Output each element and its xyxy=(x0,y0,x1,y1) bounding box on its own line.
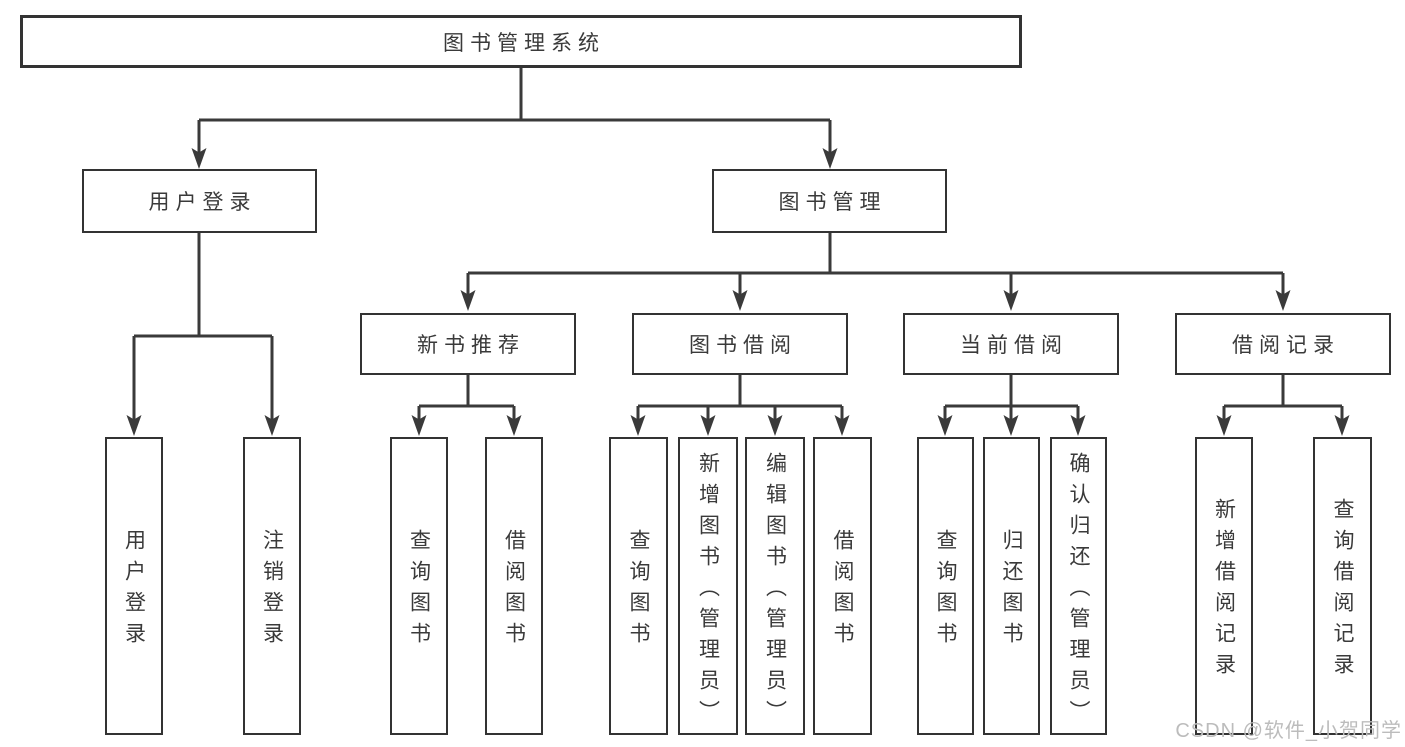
connector-root-to-level2 xyxy=(191,68,838,169)
leaf-logout-label: 注销登录 xyxy=(260,529,284,653)
arrowhead xyxy=(264,415,280,436)
arrowhead xyxy=(1275,290,1291,311)
leaf-return-book-label: 归还图书 xyxy=(1000,529,1024,653)
leaf-user-login-label: 用户登录 xyxy=(122,529,146,653)
leaf-recommend-query-book-label: 查询图书 xyxy=(407,529,431,653)
node-borrow-record-label: 借阅记录 xyxy=(1232,334,1340,357)
arrowhead xyxy=(506,415,522,436)
connector-current-children xyxy=(937,375,1086,436)
leaf-recommend-query-book: 查询图书 xyxy=(390,437,448,735)
node-user-login: 用户登录 xyxy=(82,169,317,233)
leaf-add-borrow-record: 新增借阅记录 xyxy=(1195,437,1253,735)
leaf-confirm-return-admin: 确认归还（管理员） xyxy=(1050,437,1107,735)
leaf-add-borrow-record-label: 新增借阅记录 xyxy=(1212,498,1236,684)
leaf-current-query-book-label: 查询图书 xyxy=(934,529,958,653)
csdn-watermark: CSDN @软件_小贺同学 xyxy=(1175,720,1402,742)
node-book-borrow-label: 图书借阅 xyxy=(689,334,797,357)
leaf-recommend-borrow-book: 借阅图书 xyxy=(485,437,543,735)
node-root-label: 图书管理系统 xyxy=(443,31,605,55)
arrowhead xyxy=(767,415,783,436)
arrowhead xyxy=(937,415,953,436)
leaf-query-borrow-record: 查询借阅记录 xyxy=(1313,437,1372,735)
leaf-query-borrow-record-label: 查询借阅记录 xyxy=(1331,498,1355,684)
leaf-borrow-query-book-label: 查询图书 xyxy=(627,529,651,653)
connector-user-login-children xyxy=(126,233,280,436)
leaf-return-book: 归还图书 xyxy=(983,437,1040,735)
node-current-borrow-label: 当前借阅 xyxy=(960,334,1068,357)
arrowhead xyxy=(700,415,716,436)
leaf-current-query-book: 查询图书 xyxy=(917,437,974,735)
arrowhead xyxy=(732,290,748,311)
leaf-add-book-admin: 新增图书（管理员） xyxy=(678,437,738,735)
leaf-edit-book-admin-label: 编辑图书（管理员） xyxy=(763,451,787,731)
leaf-edit-book-admin: 编辑图书（管理员） xyxy=(745,437,805,735)
leaf-add-book-admin-label: 新增图书（管理员） xyxy=(696,451,720,731)
arrowhead xyxy=(460,290,476,311)
arrowhead xyxy=(191,148,207,169)
node-new-book-recommend-label: 新书推荐 xyxy=(417,334,525,357)
node-current-borrow: 当前借阅 xyxy=(903,313,1119,375)
connector-borrow-children xyxy=(630,375,850,436)
leaf-borrow-book-label: 借阅图书 xyxy=(831,529,855,653)
node-borrow-record: 借阅记录 xyxy=(1175,313,1391,375)
arrowhead xyxy=(822,148,838,169)
connector-book-manage-to-level3 xyxy=(460,233,1291,311)
arrowhead xyxy=(1003,290,1019,311)
leaf-user-login: 用户登录 xyxy=(105,437,163,735)
node-new-book-recommend: 新书推荐 xyxy=(360,313,576,375)
connector-record-children xyxy=(1216,375,1350,436)
leaf-borrow-query-book: 查询图书 xyxy=(609,437,668,735)
arrowhead xyxy=(1003,415,1019,436)
arrowhead xyxy=(126,415,142,436)
node-book-manage-label: 图书管理 xyxy=(778,191,887,214)
arrowhead xyxy=(834,415,850,436)
arrowhead xyxy=(1334,415,1350,436)
arrowhead xyxy=(630,415,646,436)
arrowhead xyxy=(1070,415,1086,436)
node-user-login-label: 用户登录 xyxy=(148,191,257,214)
leaf-logout: 注销登录 xyxy=(243,437,301,735)
node-book-borrow: 图书借阅 xyxy=(632,313,848,375)
connector-recommend-children xyxy=(411,375,522,436)
leaf-confirm-return-admin-label: 确认归还（管理员） xyxy=(1067,451,1091,731)
node-book-manage: 图书管理 xyxy=(712,169,947,233)
node-root: 图书管理系统 xyxy=(20,15,1022,68)
arrowhead xyxy=(1216,415,1232,436)
leaf-recommend-borrow-book-label: 借阅图书 xyxy=(502,529,526,653)
leaf-borrow-book: 借阅图书 xyxy=(813,437,872,735)
arrowhead xyxy=(411,415,427,436)
